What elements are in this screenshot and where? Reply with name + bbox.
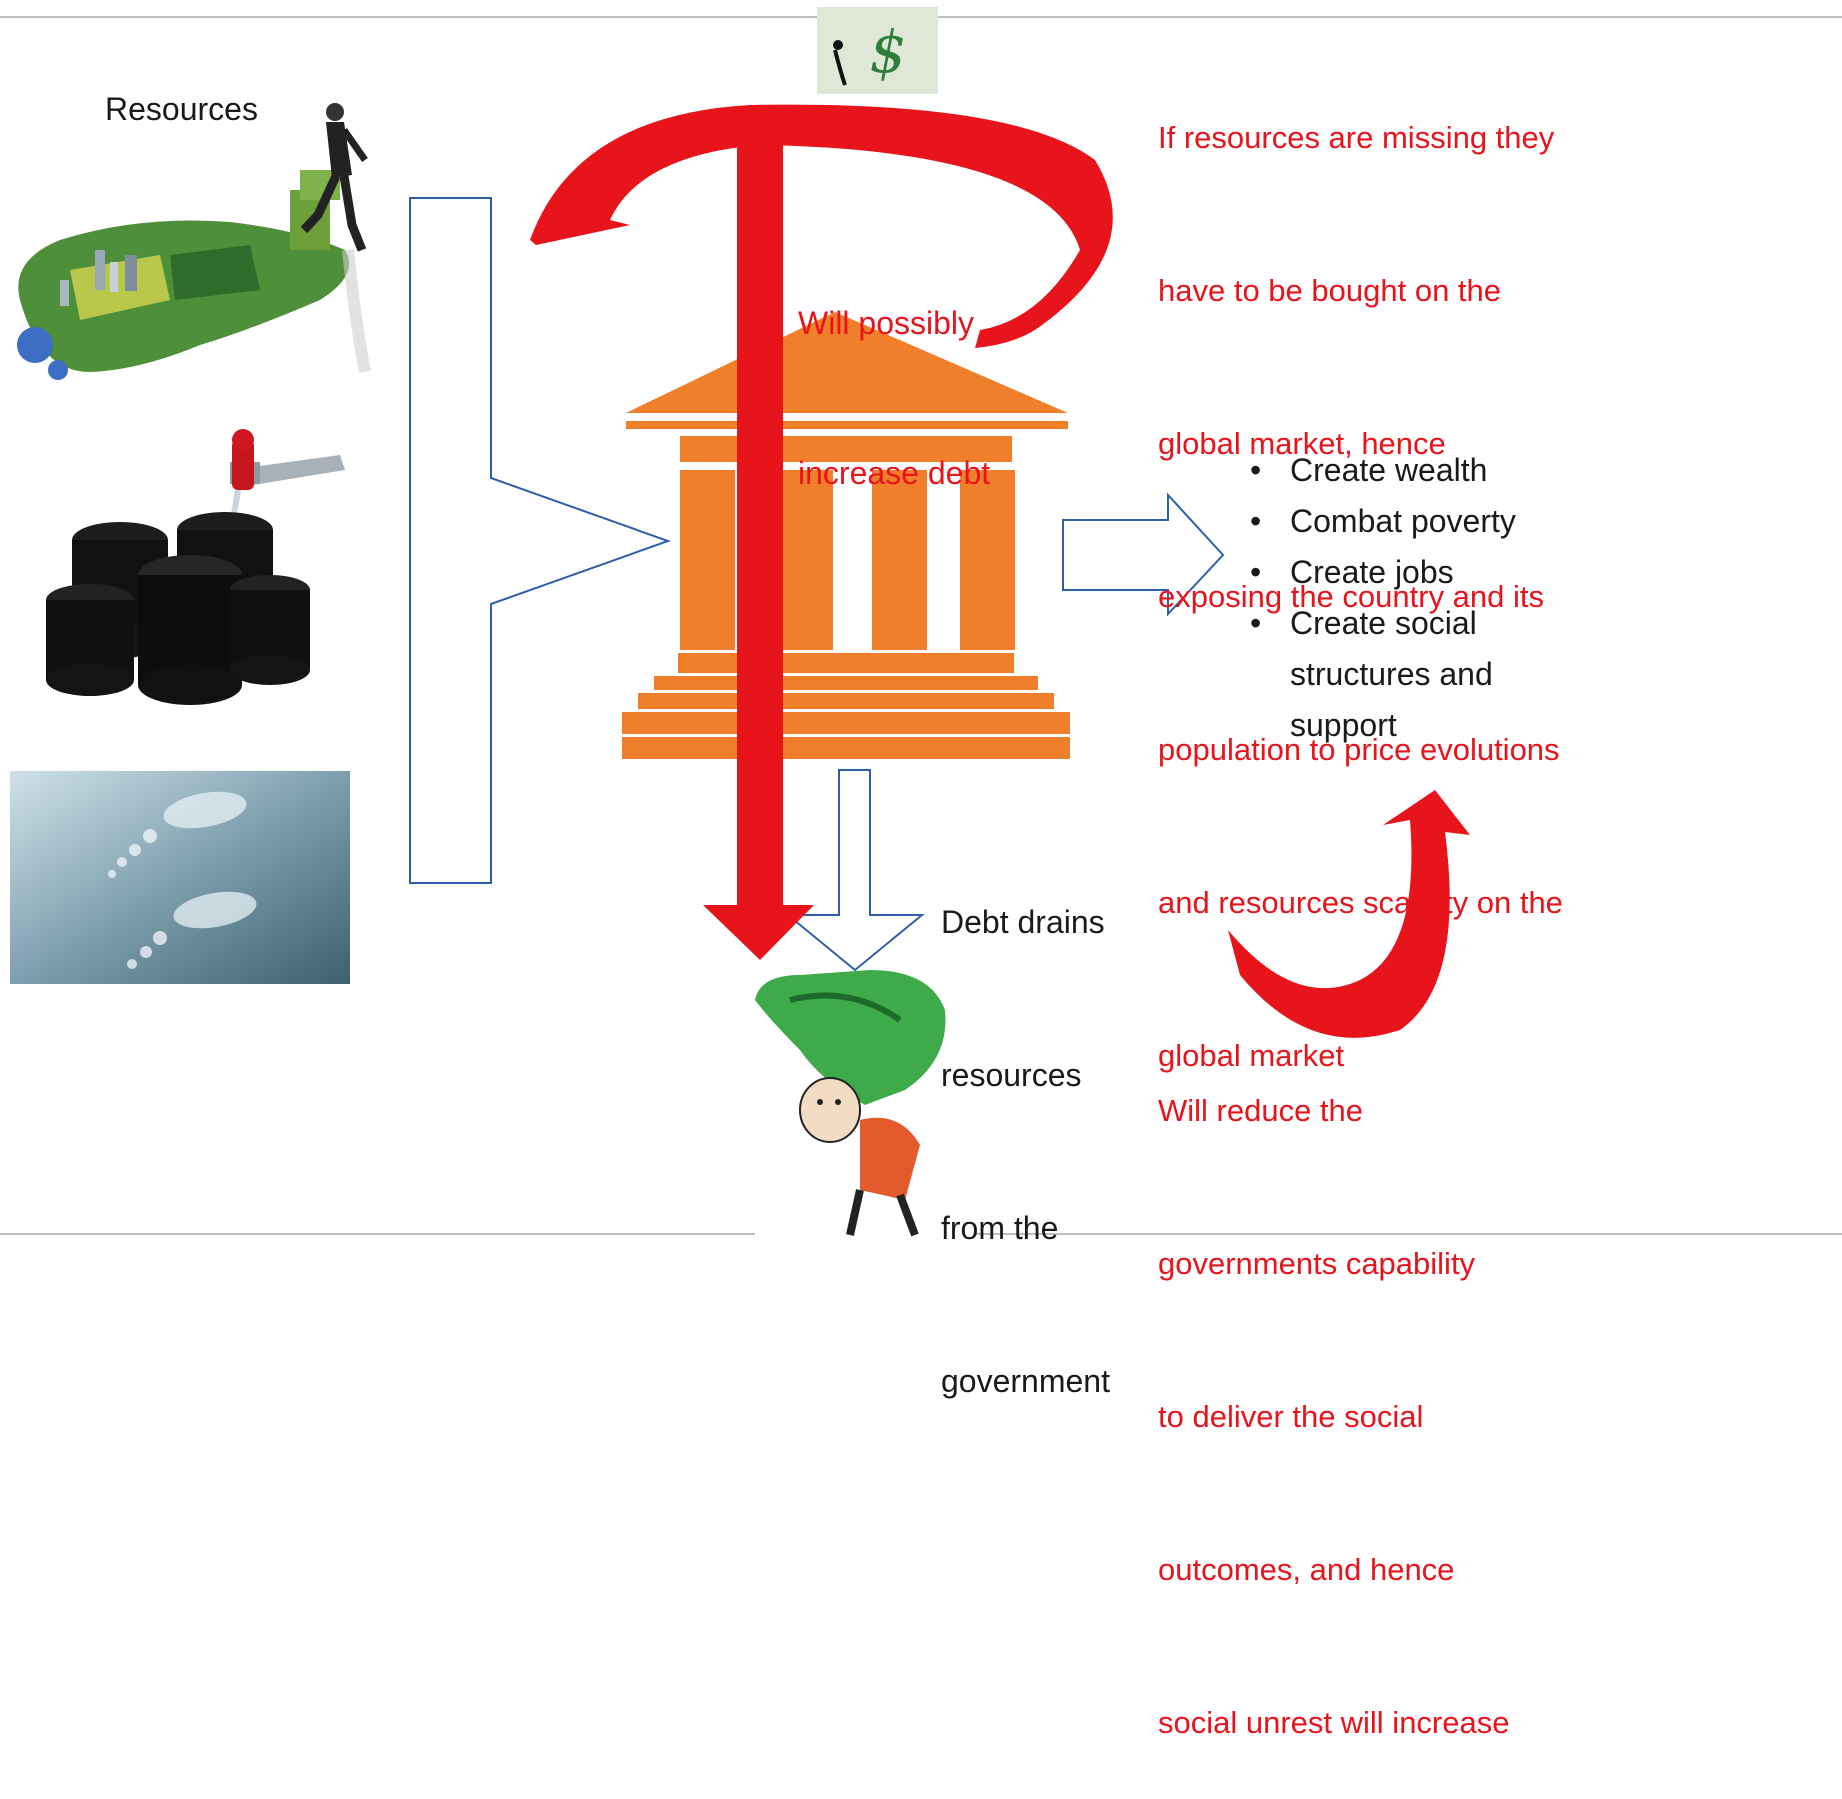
outcome-item: • Create jobs xyxy=(1250,547,1516,598)
global-market-line: exposing the country and its xyxy=(1158,579,1545,614)
debt-increase-line: Will possibly xyxy=(798,305,975,341)
outcome-text: Create social xyxy=(1290,605,1477,641)
outcome-text: Create jobs xyxy=(1290,554,1454,590)
debt-increase-line: increase debt xyxy=(798,455,991,491)
oil-barrels-image xyxy=(46,429,345,705)
dollar-symbol: $ xyxy=(870,18,907,86)
bullet-icon: • xyxy=(1250,452,1262,488)
global-market-line: and resources scarcity on the xyxy=(1158,885,1563,920)
water-footprints-image xyxy=(10,771,350,984)
bottom-divider-right xyxy=(975,1233,1842,1235)
global-market-line: global market xyxy=(1158,1038,1345,1073)
debt-increase-arrow xyxy=(703,145,814,960)
debt-drain-arrow xyxy=(785,769,925,972)
reduce-capability-line: social unrest will increase xyxy=(1158,1705,1510,1740)
global-market-line: have to be bought on the xyxy=(1158,273,1502,308)
outcome-item: • Create social structures and support xyxy=(1250,598,1516,751)
market-loop-arrow xyxy=(530,104,1113,348)
debt-drains-line: Debt drains xyxy=(941,904,1105,940)
outcome-text: Combat poverty xyxy=(1290,503,1516,539)
outcome-text: support xyxy=(1290,707,1397,743)
man-carrying-dollar-image xyxy=(755,970,946,1237)
outcome-text: structures and xyxy=(1290,656,1493,692)
reduce-capability-line: governments capability xyxy=(1158,1246,1476,1281)
debt-increase-note: Will possibly increase debt xyxy=(798,198,990,548)
reduce-capability-note: Will reduce the governments capability t… xyxy=(1158,983,1509,1799)
bottom-divider-left xyxy=(0,1233,755,1235)
debt-drains-line: from the xyxy=(941,1210,1059,1246)
outcome-item: • Combat poverty xyxy=(1250,496,1516,547)
global-market-line: If resources are missing they xyxy=(1158,120,1555,155)
reduce-capability-line: Will reduce the xyxy=(1158,1093,1364,1128)
outcomes-arrow xyxy=(1062,492,1225,617)
bullet-icon: • xyxy=(1250,503,1262,539)
resources-label: Resources xyxy=(105,91,258,127)
diagram-canvas: $ xyxy=(10,7,1470,1237)
global-market-line: population to price evolutions xyxy=(1158,732,1560,767)
unrest-loop-arrow xyxy=(1228,790,1470,1038)
reduce-capability-line: to deliver the social xyxy=(1158,1399,1424,1434)
resources-input-arrow xyxy=(409,197,671,884)
debt-drains-line: resources xyxy=(941,1057,1082,1093)
footprint-city-image xyxy=(17,103,371,380)
global-market-note: If resources are missing they have to be… xyxy=(1158,10,1563,1132)
global-market-line: global market, hence xyxy=(1158,426,1446,461)
outcome-item: • Create wealth xyxy=(1250,445,1516,496)
dollar-sign-image: $ xyxy=(817,7,938,94)
reduce-capability-line: outcomes, and hence xyxy=(1158,1552,1455,1587)
debt-drains-line: government xyxy=(941,1363,1110,1399)
bullet-icon: • xyxy=(1250,605,1262,641)
outcomes-list: • Create wealth • Combat poverty • Creat… xyxy=(1250,445,1516,751)
debt-drains-note: Debt drains resources from the governmen… xyxy=(941,795,1110,1458)
bullet-icon: • xyxy=(1250,554,1262,590)
outcome-text: Create wealth xyxy=(1290,452,1488,488)
